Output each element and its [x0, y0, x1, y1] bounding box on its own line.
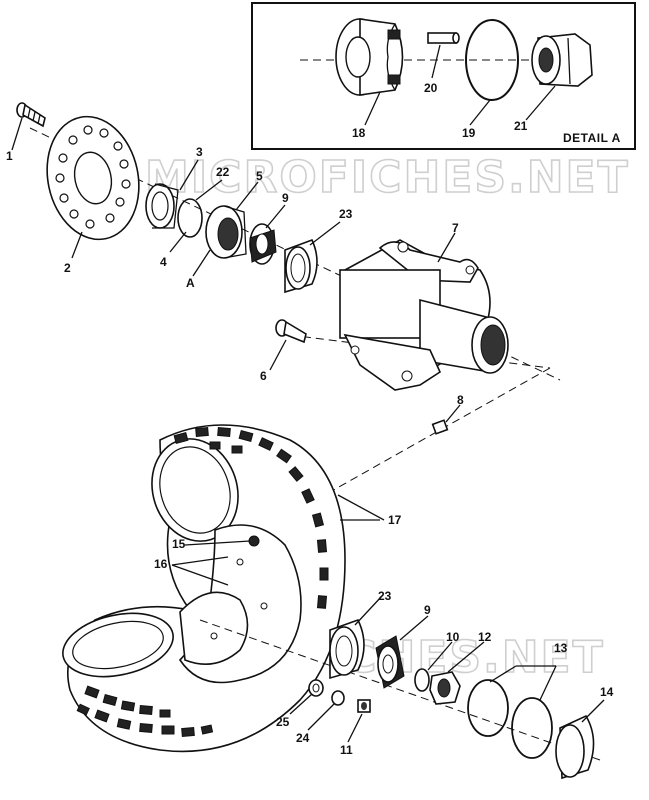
- bearing-icon: [249, 223, 277, 265]
- callout-A: A: [186, 276, 195, 290]
- washer-24-icon: [331, 690, 345, 706]
- callout-13: 13: [554, 641, 568, 655]
- callout-1: 1: [6, 149, 13, 163]
- wheel-rim-icon: [178, 524, 302, 684]
- callout-17: 17: [388, 513, 402, 527]
- detail-a-box: 20 18 19 21 DETAIL A: [251, 2, 636, 150]
- callout-9-top: 9: [282, 191, 289, 205]
- callout-19: 19: [462, 126, 476, 140]
- callout-10: 10: [446, 630, 460, 644]
- lock-collar-icon: [335, 18, 404, 96]
- watermark-top: MICROFICHES.NET: [145, 152, 630, 203]
- callout-3: 3: [196, 145, 203, 159]
- cap-icon: [555, 714, 595, 780]
- callout-20: 20: [424, 81, 438, 95]
- callout-11: 11: [340, 743, 353, 757]
- pin-icon: [427, 32, 460, 44]
- detail-a-title: DETAIL A: [563, 131, 621, 145]
- callout-18: 18: [352, 126, 366, 140]
- race-lower-icon: [329, 619, 365, 680]
- hub-bolt-icon: [275, 319, 307, 344]
- o-ring-b-icon: [511, 697, 553, 759]
- ring-icon: [177, 198, 203, 238]
- seal-icon: [145, 183, 179, 229]
- callout-9-bottom: 9: [424, 603, 431, 617]
- bearing-lower-icon: [375, 635, 405, 689]
- bolt-icon: [16, 102, 46, 128]
- washer-icon: [414, 668, 430, 692]
- callout-2: 2: [64, 261, 71, 275]
- carrier-icon: [205, 205, 247, 259]
- o-ring-a-icon: [467, 679, 509, 737]
- callout-22: 22: [216, 165, 230, 179]
- castle-nut-icon: [429, 671, 461, 705]
- callout-5: 5: [256, 169, 263, 183]
- callout-25: 25: [276, 715, 290, 729]
- washer-25-hole: [312, 683, 320, 693]
- hub-icon: [339, 239, 509, 391]
- callout-8: 8: [457, 393, 464, 407]
- callout-23-bottom: 23: [378, 589, 392, 603]
- callout-4: 4: [160, 255, 167, 269]
- callout-23-top: 23: [339, 207, 353, 221]
- tire-icon: [62, 424, 346, 753]
- callout-7: 7: [452, 221, 459, 235]
- small-nut-icon: [431, 419, 449, 435]
- o-ring-icon: [465, 19, 519, 101]
- race-icon: [284, 238, 318, 294]
- callout-12: 12: [478, 630, 492, 644]
- callout-16: 16: [154, 557, 168, 571]
- callout-21: 21: [514, 119, 528, 133]
- nut-icon: [531, 33, 593, 87]
- callout-6: 6: [260, 369, 267, 383]
- nut-11-icon: [357, 699, 371, 713]
- callout-15: 15: [172, 537, 186, 551]
- callout-14: 14: [600, 685, 614, 699]
- brake-disc-icon: [46, 115, 140, 241]
- callout-24: 24: [296, 731, 310, 745]
